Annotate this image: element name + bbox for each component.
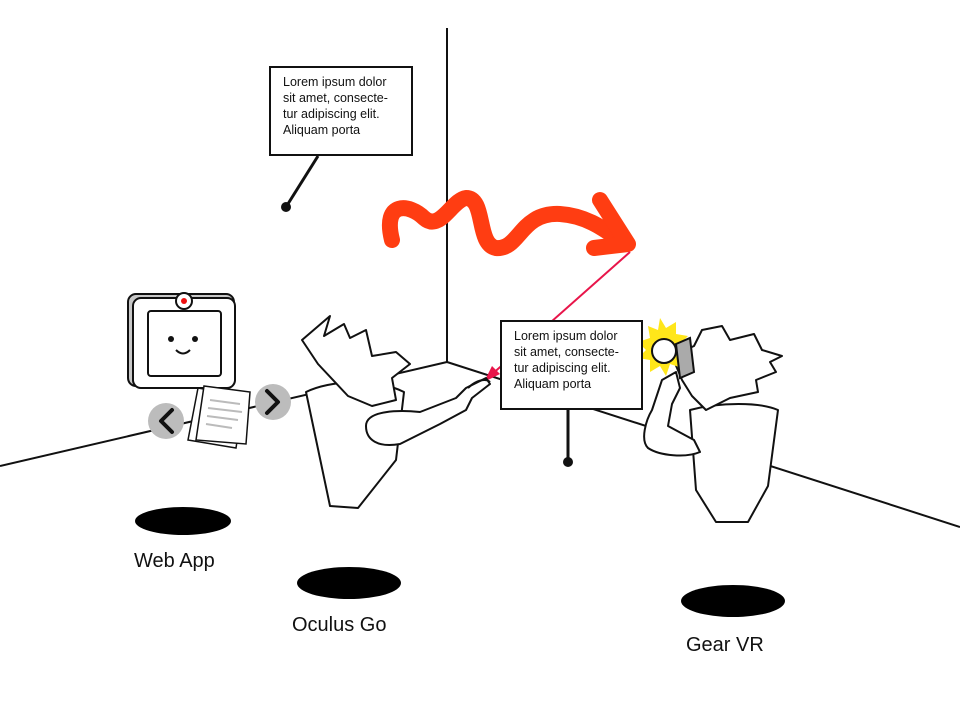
- oculus-go-figure: [301, 315, 491, 509]
- squiggle-arrow-icon: [382, 190, 636, 256]
- room-lines: [0, 28, 960, 528]
- oculus-go-label: Oculus Go: [292, 614, 387, 636]
- gear-vr-figure: [643, 325, 783, 523]
- document-pages-icon: [187, 385, 251, 449]
- web-app-label: Web App: [134, 550, 215, 572]
- middle-note: Lorem ipsum dolor sit amet, consecte- tu…: [500, 320, 643, 410]
- floor-shadows: [135, 507, 785, 617]
- chevron-right-icon: [255, 384, 291, 420]
- chevron-left-icon: [148, 403, 184, 439]
- top-note-pointer: [281, 155, 320, 212]
- monitor-robot-icon: [127, 292, 236, 389]
- flash-burst-icon: [638, 318, 696, 380]
- gear-vr-label: Gear VR: [686, 634, 764, 656]
- top-note: Lorem ipsum dolor sit amet, consecte- tu…: [269, 66, 413, 156]
- middle-note-stand: [563, 408, 573, 467]
